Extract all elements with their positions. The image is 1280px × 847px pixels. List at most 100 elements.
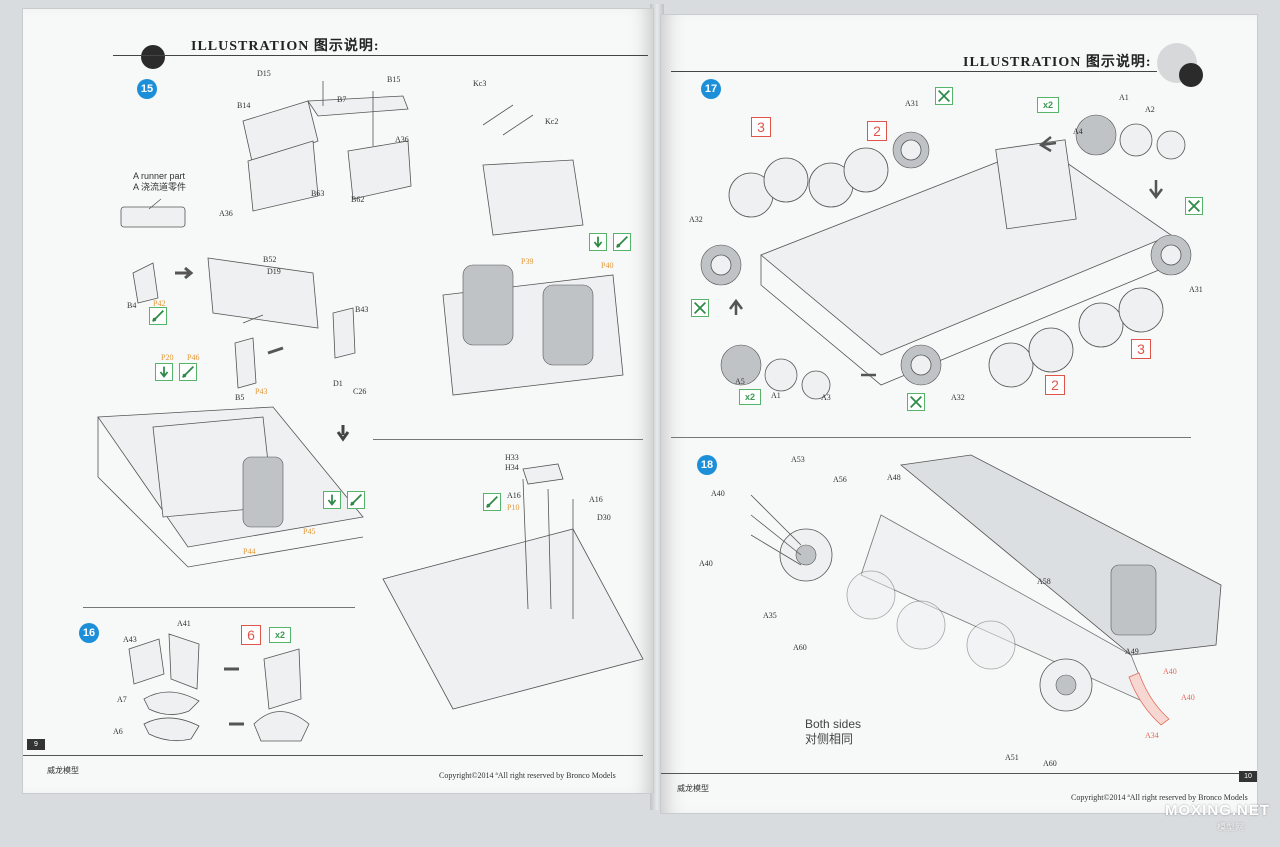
watermark: MOXING.NET bbox=[1164, 802, 1270, 819]
part-label: D19 bbox=[267, 267, 281, 276]
part-label: A43 bbox=[123, 635, 137, 644]
part-label-orange: P39 bbox=[521, 257, 534, 266]
step15-armor-panels bbox=[242, 81, 412, 212]
part-label: A40 bbox=[699, 559, 713, 568]
part-label-orange: P20 bbox=[161, 353, 174, 362]
part-label: B7 bbox=[337, 95, 347, 104]
part-label: D30 bbox=[597, 513, 611, 522]
part-label: B14 bbox=[237, 101, 251, 110]
step-number-15: 15 bbox=[137, 79, 157, 99]
part-label: A36 bbox=[395, 135, 409, 144]
part-label-orange: P40 bbox=[601, 261, 614, 270]
count-box: 6 bbox=[241, 625, 261, 645]
part-label: A56 bbox=[833, 475, 847, 484]
step-number-16: 16 bbox=[79, 623, 99, 643]
glue-down-icon bbox=[589, 233, 607, 251]
step18-track-assembly bbox=[750, 454, 1222, 726]
header-dot bbox=[141, 45, 165, 69]
glue-down-icon bbox=[323, 491, 341, 509]
runner-caption: A runner part A 浇流道零件 bbox=[133, 171, 187, 192]
page-title-right: ILLUSTRATION 图示说明: bbox=[963, 55, 1152, 70]
part-label: A49 bbox=[1125, 647, 1139, 656]
part-label: A5 bbox=[735, 377, 745, 386]
part-label: A60 bbox=[1043, 759, 1057, 768]
footer-rule bbox=[23, 755, 643, 756]
both-sides-note: Both sides 对侧相同 bbox=[805, 717, 862, 746]
part-label-red: A34 bbox=[1145, 731, 1159, 740]
step17-suspension-assembly bbox=[700, 114, 1192, 400]
page-number-right: 10 bbox=[1239, 771, 1257, 782]
section-divider bbox=[671, 437, 1191, 438]
part-label: A58 bbox=[1037, 577, 1051, 586]
arrow-down-icon bbox=[336, 425, 350, 442]
part-label: A16 bbox=[589, 495, 603, 504]
step15-hull-floor bbox=[382, 463, 644, 710]
part-label: A1 bbox=[771, 391, 781, 400]
part-label: A7 bbox=[117, 695, 127, 704]
page-number-left: 9 bbox=[27, 739, 45, 750]
footer-brand-left: 威龙模型 bbox=[47, 766, 79, 775]
count-box: 2 bbox=[867, 121, 887, 141]
part-label: H34 bbox=[505, 463, 519, 472]
section-divider bbox=[373, 439, 643, 440]
glue-down-icon bbox=[155, 363, 173, 381]
part-label: A53 bbox=[791, 455, 805, 464]
step-number-17: 17 bbox=[701, 79, 721, 99]
step15-engine-deck bbox=[442, 104, 624, 396]
part-label-orange: P44 bbox=[243, 547, 256, 556]
part-label: A31 bbox=[905, 99, 919, 108]
runner-part-sketch bbox=[120, 198, 186, 228]
part-label: A31 bbox=[1189, 285, 1203, 294]
step15-brackets bbox=[132, 257, 356, 389]
step15-hull-assembly bbox=[97, 406, 364, 568]
part-label: B52 bbox=[263, 255, 277, 264]
footer-copyright-left: Copyright©2014 ªAll right reserved by Br… bbox=[439, 771, 616, 780]
multiplier-badge: x2 bbox=[269, 627, 291, 643]
part-label: A32 bbox=[689, 215, 703, 224]
header-rule bbox=[671, 71, 1157, 72]
part-label: A36 bbox=[219, 209, 233, 218]
part-label: A41 bbox=[177, 619, 191, 628]
header-dot bbox=[1179, 63, 1203, 87]
part-label: D15 bbox=[257, 69, 271, 78]
cut-tool-icon bbox=[179, 363, 197, 381]
count-box: 3 bbox=[1131, 339, 1151, 359]
part-label: A6 bbox=[113, 727, 123, 736]
part-label-orange: P42 bbox=[153, 299, 166, 308]
part-label: Kc3 bbox=[473, 79, 487, 88]
footer-copyright-right: Copyright©2014 ªAll right reserved by Br… bbox=[1071, 793, 1248, 802]
part-label: A3 bbox=[821, 393, 831, 402]
part-label: B5 bbox=[235, 393, 245, 402]
part-label: D1 bbox=[333, 379, 343, 388]
part-label: B62 bbox=[351, 195, 365, 204]
count-box: 2 bbox=[1045, 375, 1065, 395]
part-label-red: A40 bbox=[1163, 667, 1177, 676]
multiplier-badge: x2 bbox=[739, 389, 761, 405]
part-label: A16 bbox=[507, 491, 521, 500]
right-page: ILLUSTRATION 图示说明: 17 3 2 3 2 x2 x2 A31 … bbox=[660, 14, 1258, 814]
part-label: A35 bbox=[763, 611, 777, 620]
part-label: B43 bbox=[355, 305, 369, 314]
count-box: 3 bbox=[751, 117, 771, 137]
part-label: C26 bbox=[353, 387, 367, 396]
cut-tool-icon bbox=[149, 307, 167, 325]
cut-tool-icon bbox=[935, 87, 953, 105]
part-label-orange: P10 bbox=[507, 503, 520, 512]
footer-brand-right: 威龙模型 bbox=[677, 784, 709, 793]
part-label: A2 bbox=[1145, 105, 1155, 114]
page-title-left: ILLUSTRATION 图示说明: bbox=[191, 39, 380, 54]
part-label: B63 bbox=[311, 189, 325, 198]
part-label: A4 bbox=[1073, 127, 1083, 136]
step16-hatch-parts bbox=[128, 633, 310, 742]
watermark-sub: 模型网 bbox=[1216, 823, 1244, 833]
part-label: Kc2 bbox=[545, 117, 559, 126]
part-label: A51 bbox=[1005, 753, 1019, 762]
part-label-orange: P43 bbox=[255, 387, 268, 396]
footer-rule bbox=[661, 773, 1257, 774]
cut-tool-icon bbox=[483, 493, 501, 511]
part-label: A1 bbox=[1119, 93, 1129, 102]
part-label: B4 bbox=[127, 301, 137, 310]
part-label: A40 bbox=[711, 489, 725, 498]
cut-tool-icon bbox=[613, 233, 631, 251]
part-label: A48 bbox=[887, 473, 901, 482]
